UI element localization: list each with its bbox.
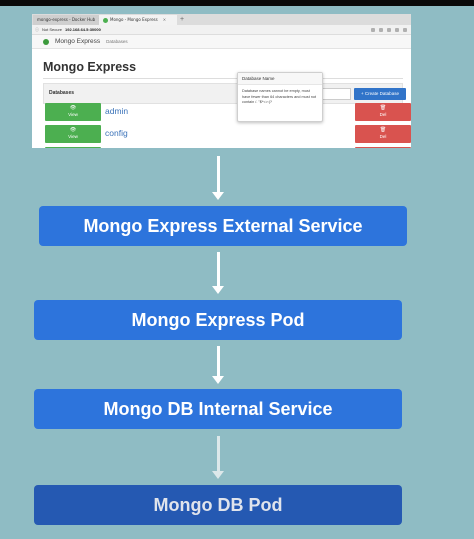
arrow-head (212, 471, 224, 479)
mongo-express-navbar: Mongo Express Databases (32, 35, 411, 49)
database-name-tooltip: Database Name Database names cannot be e… (237, 72, 323, 122)
browser-tab-strip: mongo-express - Docker Hub× Mongo - Mong… (32, 14, 411, 25)
arrow-head (212, 286, 224, 294)
delete-button-label: Del (379, 112, 387, 117)
address-bar[interactable]: ⓘ Not Secure 192.168.64.5:30000 (32, 25, 411, 35)
databases-menu[interactable]: Databases (106, 39, 128, 44)
extension-icon[interactable] (387, 27, 391, 32)
arrow-shaft (216, 252, 220, 286)
extension-icon[interactable] (379, 27, 383, 32)
mongo-leaf-icon (103, 17, 108, 23)
create-database-button[interactable]: + Create Database (354, 88, 406, 100)
new-tab-icon[interactable]: + (179, 16, 185, 23)
arrow-shaft (216, 156, 220, 192)
browser-tab-active[interactable]: Mongo - Mongo Express × (99, 15, 177, 25)
mongo-leaf-icon (43, 38, 49, 45)
info-icon[interactable]: ⓘ (35, 26, 39, 32)
database-link-admin[interactable]: admin (105, 106, 129, 116)
view-button[interactable]: 👁 View (45, 125, 101, 143)
browser-tab-label: Mongo - Mongo Express (110, 17, 158, 22)
flow-box-internal-service: Mongo DB Internal Service (34, 389, 402, 429)
flow-box-mongo-express-pod: Mongo Express Pod (34, 300, 402, 340)
delete-button[interactable]: 🗑 Del (355, 125, 411, 143)
divider (43, 78, 403, 79)
delete-button[interactable] (355, 147, 411, 148)
extension-icon[interactable] (371, 27, 375, 32)
flow-box-mongo-db-pod: Mongo DB Pod (34, 485, 402, 525)
view-button-label: View (68, 134, 78, 139)
eye-icon: 👁 (69, 127, 77, 133)
trash-icon: 🗑 (379, 105, 387, 111)
databases-header-label: Databases (49, 90, 75, 96)
browser-tab-label: mongo-express - Docker Hub (37, 17, 96, 22)
mongo-express-screenshot: mongo-express - Docker Hub× Mongo - Mong… (32, 14, 411, 148)
tooltip-body: Database names cannot be empty, must hav… (242, 89, 317, 104)
tooltip-title: Database Name (238, 73, 322, 85)
delete-button-label: Del (379, 134, 387, 139)
top-bar (0, 0, 474, 6)
navbar-brand[interactable]: Mongo Express (55, 38, 101, 45)
flow-box-external-service: Mongo Express External Service (39, 206, 407, 246)
browser-extension-icons (371, 27, 411, 32)
page-title: Mongo Express (43, 60, 137, 74)
view-button[interactable]: 👁 View (45, 103, 101, 121)
arrow-head (212, 192, 224, 200)
arrow-head (212, 376, 224, 384)
close-icon[interactable]: × (162, 17, 167, 22)
view-button[interactable] (45, 147, 101, 148)
arrow-shaft (216, 436, 220, 471)
view-button-label: View (68, 112, 78, 117)
extension-icon[interactable] (403, 27, 407, 32)
security-label: Not Secure (42, 27, 63, 32)
database-link-config[interactable]: config (105, 128, 128, 138)
browser-tab[interactable]: mongo-express - Docker Hub× (33, 15, 102, 25)
database-row-partial (43, 147, 411, 148)
arrow-shaft (216, 346, 220, 376)
eye-icon: 👁 (69, 105, 77, 111)
url-text: 192.168.64.5:30000 (65, 27, 101, 32)
databases-panel-header: Databases Tests + Create Database (43, 83, 406, 104)
trash-icon: 🗑 (379, 127, 387, 133)
extension-icon[interactable] (395, 27, 399, 32)
database-row: 👁 View admin 🗑 Del (43, 103, 411, 122)
database-row: 👁 View config 🗑 Del (43, 125, 411, 144)
delete-button[interactable]: 🗑 Del (355, 103, 411, 121)
